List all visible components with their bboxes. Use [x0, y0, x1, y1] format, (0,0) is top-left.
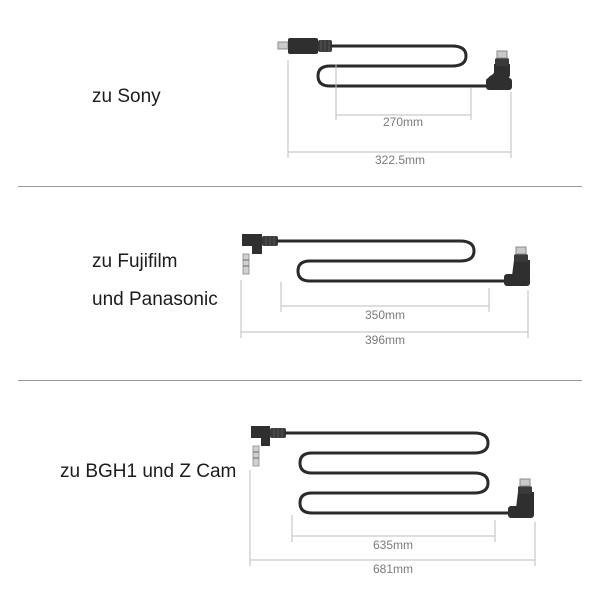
angled-usb-c-connector — [486, 50, 512, 90]
angled-jack-connector — [251, 426, 286, 467]
bgh1-dimensions — [249, 470, 536, 566]
angled-usb-c-connector — [508, 478, 534, 518]
sony-total-length: 322.5mm — [375, 153, 425, 167]
section-sony-label: zu Sony — [92, 86, 161, 107]
fujifilm-dimensions — [240, 280, 529, 338]
bgh1-cable-path — [284, 431, 514, 515]
section-fujifilm-label-line2: und Panasonic — [92, 289, 218, 310]
fujifilm-total-length: 396mm — [365, 333, 405, 347]
bgh1-total-length: 681mm — [373, 562, 413, 576]
angled-jack-connector — [242, 234, 278, 275]
fujifilm-cable-path — [276, 239, 512, 283]
sony-cable — [277, 38, 512, 158]
angled-usb-c-connector — [504, 246, 530, 286]
section-bgh1-label: zu BGH1 und Z Cam — [60, 461, 237, 482]
section-divider — [18, 380, 582, 381]
bgh1-cable — [249, 426, 536, 566]
section-divider — [18, 186, 582, 187]
straight-usb-c-connector — [277, 38, 332, 54]
fujifilm-inner-length: 350mm — [365, 308, 405, 322]
sony-inner-length: 270mm — [383, 115, 423, 129]
section-fujifilm-label-line1: zu Fujifilm — [92, 251, 178, 272]
bgh1-inner-length: 635mm — [373, 538, 413, 552]
fujifilm-cable — [240, 234, 530, 338]
sony-dimensions — [287, 60, 512, 158]
sony-cable-path — [316, 44, 490, 88]
